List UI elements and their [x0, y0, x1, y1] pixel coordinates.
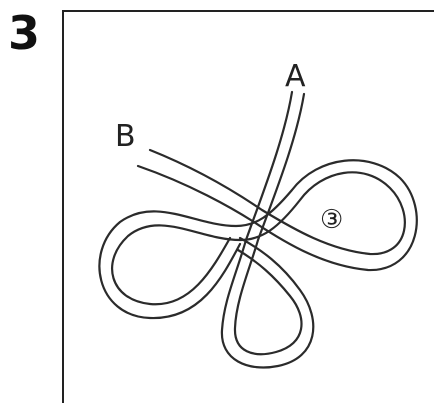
label-a: A — [285, 59, 306, 94]
label-b: B — [115, 119, 136, 154]
callout-3: ③ — [320, 205, 343, 235]
rope-strand-b — [99, 150, 416, 318]
